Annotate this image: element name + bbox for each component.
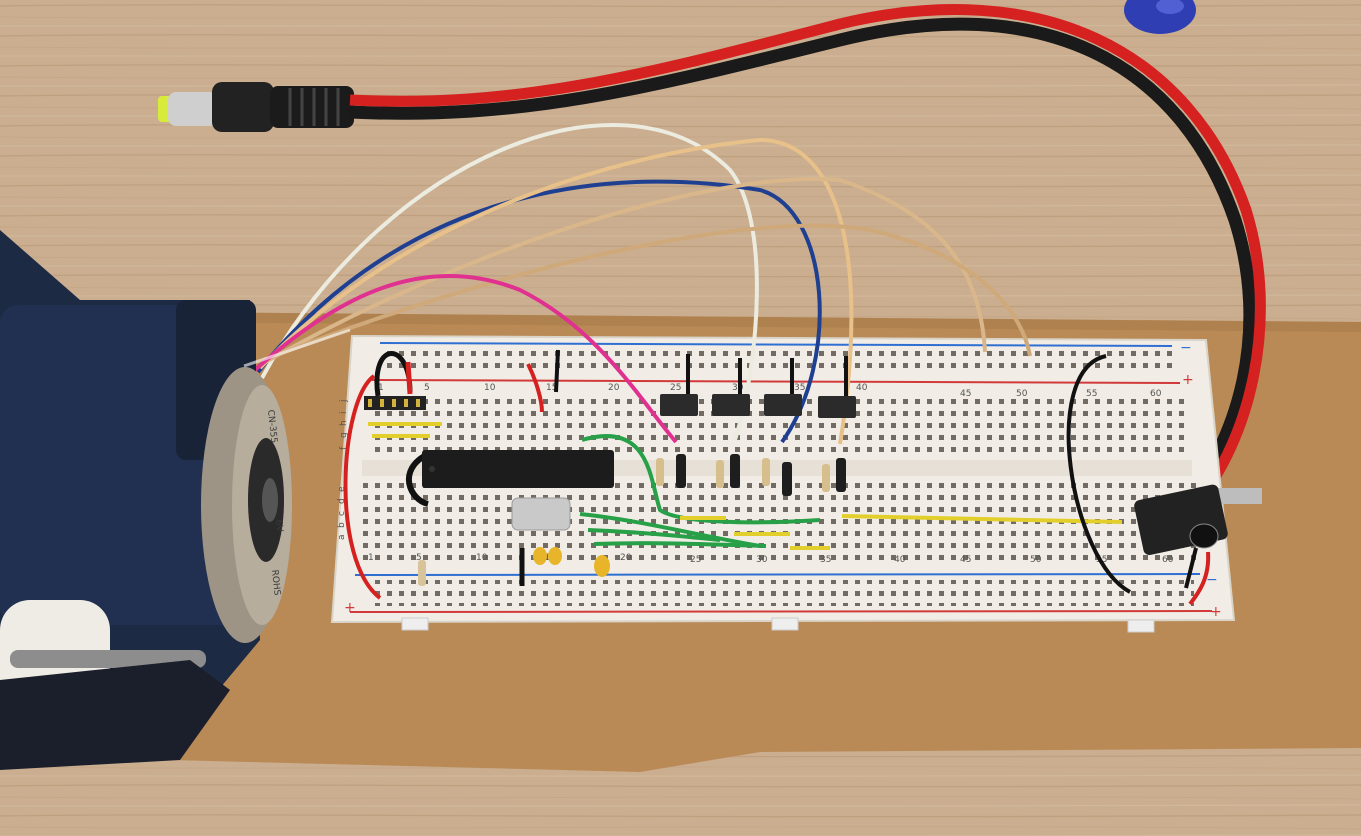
voltage-regulator — [1212, 488, 1262, 504]
rail-minus-bottom-right: − — [1206, 572, 1218, 588]
row-letter-f: f — [339, 446, 349, 450]
row-letter-d: d — [337, 498, 347, 504]
top-rail-holes — [382, 350, 1172, 374]
top-row-number-55: 55 — [1086, 389, 1097, 399]
top-row-number-60: 60 — [1150, 389, 1162, 399]
top-row-number-1: 1 — [378, 383, 384, 393]
bottom-rail-holes — [368, 580, 1194, 606]
row-letter-h: h — [339, 420, 349, 426]
white-wire — [260, 123, 759, 441]
power-cable-black — [349, 17, 1257, 515]
jumper-wires-loose — [242, 123, 1032, 445]
tan-wire-1 — [258, 137, 854, 445]
motor-label-line-1: CN-355 — [265, 409, 278, 443]
bottom-row-number-1: 1 — [368, 553, 374, 563]
top-row-number-25: 25 — [670, 383, 681, 393]
rail-minus-top-right: − — [1180, 340, 1192, 356]
microcontroller-ic — [422, 450, 614, 488]
row-letter-a: a — [337, 534, 347, 540]
bottom-row-number-50: 50 — [1030, 555, 1042, 565]
top-row-number-35: 35 — [794, 383, 805, 393]
top-row-number-20: 20 — [608, 383, 620, 393]
rail-plus-top-right: + — [1182, 372, 1194, 388]
bottom-row-number-45: 45 — [960, 555, 971, 565]
electrolytic-capacitor — [1189, 523, 1219, 549]
top-row-number-45: 45 — [960, 389, 971, 399]
bottom-row-number-35: 35 — [820, 555, 831, 565]
top-row-number-50: 50 — [1016, 389, 1028, 399]
motor-label-line-3: ROHS — [269, 569, 282, 596]
motor-label-line-2: 6V — [273, 519, 284, 533]
crystal-oscillator — [511, 497, 571, 531]
blue-wire — [256, 179, 822, 444]
row-letter-e: e — [337, 486, 347, 492]
bottom-row-number-40: 40 — [894, 555, 906, 565]
rail-plus-bottom-left: + — [344, 600, 356, 616]
top-row-number-30: 30 — [732, 383, 744, 393]
bottom-row-number-25: 25 — [690, 555, 701, 565]
bottom-row-number-10: 10 — [476, 553, 488, 563]
pink-wire — [242, 274, 678, 444]
row-letter-i: i — [339, 411, 349, 414]
bottom-row-number-60: 60 — [1162, 555, 1174, 565]
top-row-number-15: 15 — [546, 383, 557, 393]
board-components — [343, 349, 1262, 606]
top-minus-rail-line — [379, 342, 1173, 347]
yellow-wires — [680, 514, 1123, 550]
rail-plus-bottom-right: + — [1210, 604, 1222, 620]
row-letter-g: g — [339, 432, 349, 438]
ceramic-capacitor — [533, 547, 547, 565]
transistor-row — [660, 394, 856, 418]
bottom-row-number-30: 30 — [756, 555, 768, 565]
top-plus-rail-line — [371, 379, 1181, 384]
breadboard-labels: 1 5 10 15 20 25 30 35 40 45 50 55 60 1 5… — [337, 340, 1222, 620]
power-cable-red — [349, 4, 1266, 509]
tan-wire-3 — [263, 223, 1032, 362]
top-row-number-10: 10 — [484, 383, 496, 393]
dc-power-plug — [158, 82, 354, 132]
green-wires — [579, 434, 821, 548]
resistor — [418, 560, 426, 586]
bottom-plus-rail-line — [349, 610, 1213, 613]
top-row-number-40: 40 — [856, 383, 868, 393]
bottom-row-number-20: 20 — [620, 553, 632, 563]
row-letter-b: b — [337, 522, 347, 528]
row-letter-c: c — [337, 511, 347, 516]
top-row-number-5: 5 — [424, 383, 430, 393]
bottom-row-number-5: 5 — [416, 553, 422, 563]
bottom-minus-rail-line — [354, 573, 1201, 576]
row-letter-j: j — [339, 399, 349, 403]
dc-motor-assembly: CN-355 6V ROHS — [0, 230, 351, 770]
